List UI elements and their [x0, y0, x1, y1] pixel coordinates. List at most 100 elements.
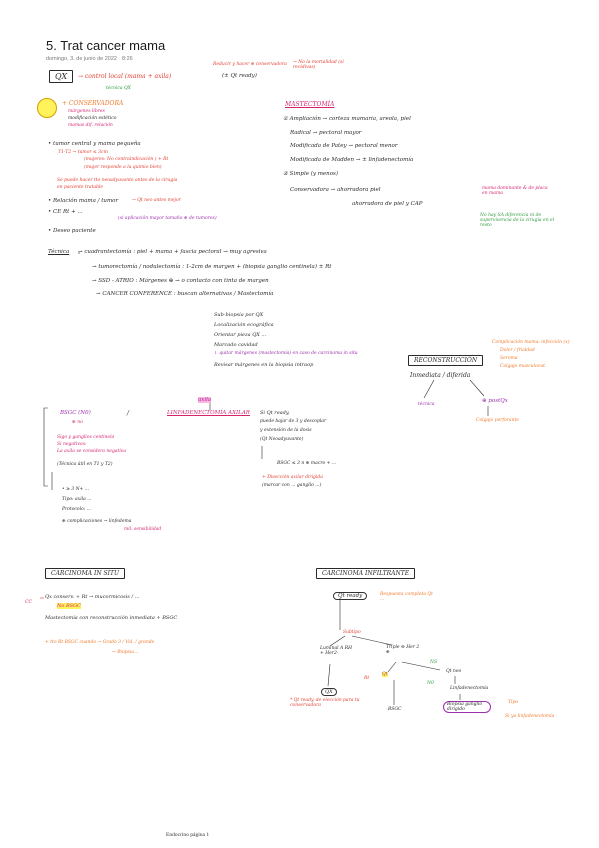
mast-item-5: ② Simple (y menos) — [283, 171, 338, 177]
reconstruccion-left: técnica — [418, 402, 435, 407]
cons-sub3: mamas dif. relación — [68, 123, 113, 128]
mast-item-6: Conservadora → ahorradora piel — [290, 187, 381, 193]
insitu-line-1: Qx conserv. + Rt → mucormicosis / ... — [45, 594, 140, 600]
cons-sub1: márgenes libres — [68, 109, 105, 114]
tecnica-note: técnica QX — [106, 86, 131, 91]
tecnica-line-2: → tumorectomía / nodulectomía : 1-2cm de… — [92, 264, 332, 270]
mast-note-green: No hay SA diferencia ni de supervivencia… — [480, 213, 555, 228]
tto-note: → No la mortalidad (sí recidivas) — [293, 60, 344, 70]
tecnica-sub-6: Revisar márgenes en la biopsia intraop — [214, 362, 314, 368]
mastectomia-title: MASTECTOMÍA — [285, 101, 335, 108]
page-footer: Endocrino página 1 — [166, 832, 210, 838]
ce-note: → Qt neo antes mejor — [132, 198, 181, 203]
ce-note2: (si aplicación mayor tamaño ⊕ de tumores… — [118, 216, 217, 221]
cons-sub2: modificación estético — [68, 116, 117, 121]
infiltrante-ns: NS — [430, 660, 438, 665]
infiltrante-note-bottom: Tipo — [508, 700, 519, 705]
qt-note-3: y extensión de la dosis — [260, 428, 312, 433]
reconstruccion-title: RECONSTRUCCIÓN — [408, 355, 484, 366]
qx-note: → control local (mama + axila) — [78, 73, 172, 80]
insitu-line-1b: No BSGC — [57, 603, 81, 609]
recon-note-3: Seroma — [500, 356, 518, 361]
tecnica-sub-2: Localización ecográfica — [214, 322, 274, 328]
pdt: Se puede hacer tto neoadyuvante antes de… — [57, 178, 178, 183]
infiltrante-subtipo: Subtipo — [343, 630, 361, 635]
infiltrante-lin2: Biopsia ganglio dirigido — [443, 701, 491, 713]
linfadenectomia-label: LINFADENECTOMÍA AXILAR — [167, 410, 250, 416]
bsgc-note-2: Si negativos: — [57, 442, 87, 447]
tis2: (mujeres: No contraindicación ) + Rt — [84, 157, 169, 162]
axila-left-3: Protocolo: ... — [62, 507, 92, 512]
tecnica-label: Técnica — [48, 249, 70, 255]
qt-ready: (± Qt ready) — [222, 73, 257, 79]
insitu-title: CARCINOMA IN SITU — [45, 568, 126, 579]
mast-note-pink: mama dominante & de placa en mama — [482, 186, 548, 196]
qt-note-2: puede bajar de 3 y descoplar — [260, 419, 327, 424]
tis3: (mujer responde a la quimio bien) — [84, 165, 162, 170]
page-time: 8:26 — [122, 56, 133, 62]
axila-left-2: Tipo: axila ... — [62, 497, 92, 502]
relacion: • Relación mama / tumor — [48, 198, 119, 204]
infiltrante-qtneo: Qt neo — [446, 669, 462, 674]
axila-left-5: mil. sensibilidad — [124, 527, 162, 532]
infiltrante-note-red: * Qt ready, de elección para tu conserva… — [290, 698, 360, 708]
tis: T1-T2 → tumor ≤ 3cm — [58, 150, 108, 155]
infiltrante-title: CARCINOMA INFILTRANTE — [316, 568, 416, 579]
deseo: • Deseo paciente — [48, 228, 96, 234]
recon-note-1: Complicación mama: infección (x) — [492, 340, 570, 345]
recon-bottom: Colgajo perforante — [476, 418, 519, 423]
infiltrante-root: Qt ready — [333, 592, 368, 600]
axila-right-2: + Disección axilar dirigida — [262, 475, 323, 480]
reduce-note: Reducir y hacer ⊕ conservadora — [213, 62, 287, 67]
mast-item-4: Modificada de Madden → ± linfadenectomía — [290, 157, 414, 163]
bsgc-label: BSGC (N0) — [60, 410, 91, 416]
qt-note-4: (Qt Neoadyuvante) — [260, 437, 304, 442]
axila-left-1: • ≥ 3 N+ ... — [62, 487, 90, 492]
mast-item-1: ① Ampliación → corteza mamaria, areola, … — [283, 116, 411, 122]
pdt2: en paciente tratable — [57, 185, 104, 190]
tecnica-sub-1: Sub-biopsia por QX — [214, 312, 264, 318]
conservadora: + CONSERVADORA — [62, 100, 124, 107]
infiltrante-note-bottom2: Si ya linfadenectomía — [505, 714, 555, 719]
infiltrante-note-orange: Respuesta completa Qt ... — [380, 592, 433, 602]
infiltrante-bsgc: BSGC — [388, 707, 402, 712]
infiltrante-n0: N0 — [427, 681, 434, 686]
mast-item-2: Radical → pectoral mayor — [290, 130, 362, 136]
insitu-cc: CC — [25, 600, 32, 605]
tecnica-line-4: → CANCER CONFERENCE : buscan alternativa… — [96, 291, 274, 297]
infiltrante-lin: Linfadenectomía — [450, 686, 489, 691]
indicaciones: • tumor central y mama pequeña — [48, 141, 141, 147]
axila-slash: / — [127, 410, 130, 417]
infiltrante-a: Luminal A RH + Her2- — [320, 646, 353, 656]
bsgc-sub: ⊕ no — [72, 420, 83, 425]
mast-item-7: ahorradora de piel y CAP — [352, 201, 423, 207]
axila-right-1: BSGC ≤ 3 n ⊕ macro + ... — [277, 461, 337, 466]
ce: • CE Rt + ... — [48, 209, 83, 215]
bsgc-note-4: (Técnica útil en T1 y T2) — [57, 462, 113, 467]
reconstruccion-types: Inmediata / diferida — [410, 372, 471, 379]
infiltrante-rt: Rt — [364, 676, 370, 681]
qt-note-1: Si Qt ready, — [260, 410, 290, 416]
qx-label: QX — [49, 70, 74, 83]
tecnica-sub-3: Orientar pieza QX ... — [214, 332, 267, 338]
bulb-icon — [37, 98, 57, 118]
infiltrante-qx: QX — [321, 688, 337, 696]
axila-left-4: ⊕ complicaciones → linfedema — [62, 519, 132, 524]
mast-item-3: Modificada de Patey → pectoral menor — [290, 143, 398, 149]
recon-note-4: Colgajo musculocut. — [500, 364, 547, 369]
axila-label: axila — [198, 397, 212, 403]
axila-right-3: (marcar con ... ganglio ...) — [262, 483, 322, 488]
recon-note-2: Dolor / frialdad — [500, 348, 535, 353]
insitu-line-4: → Biopsia... — [112, 650, 139, 655]
page-date: domingo, 3. de junio de 2022 — [46, 56, 117, 62]
reconstruccion-right: ⊕ postQx — [482, 398, 508, 404]
bsgc-note-3: La axila se considera negativa — [57, 449, 126, 454]
bsgc-note-1: Sigo y ganglios centinela — [57, 435, 115, 440]
tecnica-line-1: → cuadrantectomía : piel + mama + fascia… — [78, 249, 267, 255]
infiltrante-b: Triple ⊖ Her 2 ⊕ — [386, 645, 420, 655]
insitu-line-2: Mastectomía con reconstrucción inmediata… — [45, 615, 178, 621]
tecnica-sub-5: ↓ quitar márgenes (mastectomía) en caso … — [214, 351, 358, 356]
tecnica-line-3: → SSD - ATRIO : Márgenes ⊕ → o contacto … — [92, 278, 269, 284]
insitu-line-3: + tto Rt BSGC cuando → Grado 3 / Vol. / … — [45, 640, 155, 645]
